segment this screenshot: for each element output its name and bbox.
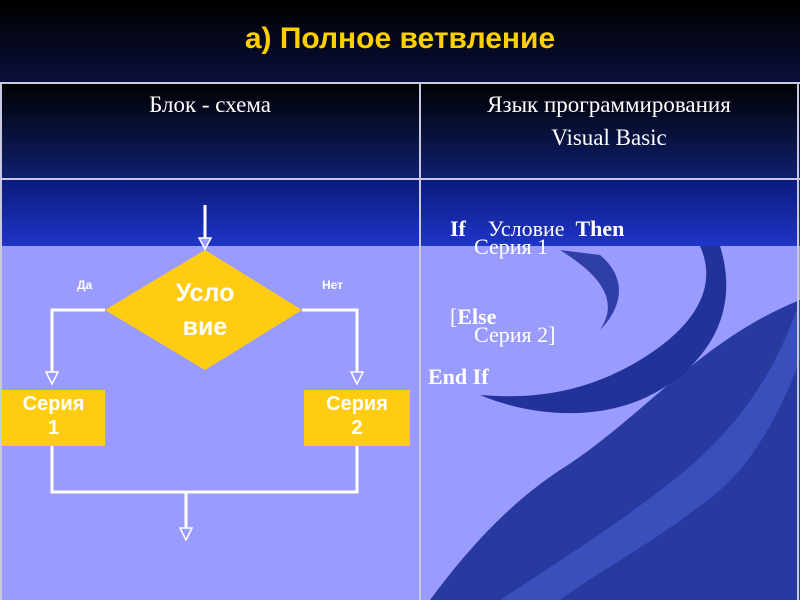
table-header-flowchart: Блок - схема [149,92,271,117]
header-language-line2: Visual Basic [551,125,667,150]
code-kw-if: If [450,216,466,241]
condition-diamond [105,250,302,370]
series1-box: Серия 1 [2,390,105,446]
table-header-row [0,82,800,179]
table-header-language: Язык программирования Visual Basic [420,88,798,154]
title-band [0,0,800,82]
no-label: Нет [322,278,344,292]
code-line-endif: End If [428,364,489,389]
header-language-line1: Язык программирования [487,92,731,117]
series2-line1: Серия [326,393,388,415]
series1-line1: Серия [22,393,85,415]
code-kw-then: Then [575,216,625,241]
table-column-divider [419,82,421,600]
table-body-top-band [0,179,800,246]
code-kw-else: Else [457,304,497,329]
condition-line1: Усло [175,279,235,307]
table-border-right [797,82,799,600]
condition-text: Усло вие [150,276,260,344]
code-bracket: [ [450,304,458,329]
code-line-else: [Else [428,278,496,356]
code-condition: Условие [487,216,565,241]
condition-line2: вие [182,313,228,341]
table-border-top [0,82,800,84]
table-border-header [0,178,800,180]
slide-title: а) Полное ветвление [244,22,556,55]
yes-label: Да [77,278,93,292]
code-line-series2: Серия 2] [474,322,556,347]
series1-line2: 1 [47,417,60,439]
series2-line2: 2 [351,417,363,439]
series2-box: Серия 2 [304,390,410,446]
code-line-series1: Серия 1 [474,234,549,259]
code-line-if: If Условие Then [428,190,624,268]
table-border-left [0,82,2,600]
